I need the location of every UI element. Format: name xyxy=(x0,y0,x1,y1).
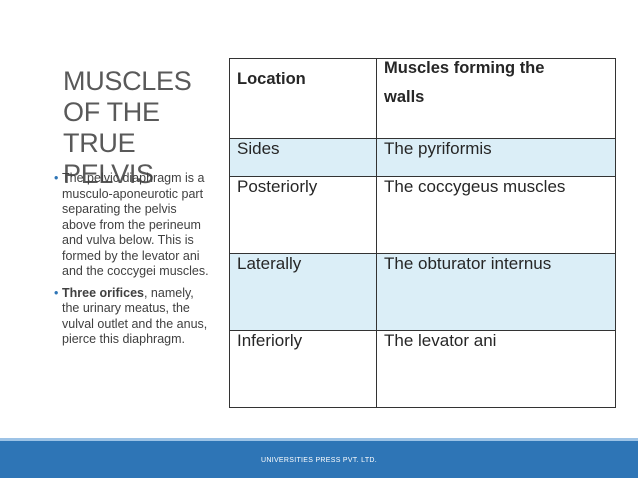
footer-text: UNIVERSITIES PRESS PVT. LTD. xyxy=(260,457,378,464)
table-row: Inferiorly The levator ani xyxy=(229,330,616,408)
footer-bar: UNIVERSITIES PRESS PVT. LTD. xyxy=(0,438,638,478)
title-line: TRUE PELVIS xyxy=(63,128,154,189)
table-header-row: Location Muscles forming the walls xyxy=(229,58,616,139)
bullet-text: The pelvic diaphragm is a musculo-aponeu… xyxy=(62,171,209,278)
header-muscles-line1: Muscles forming the xyxy=(384,59,545,77)
table-row: Posteriorly The coccygeus muscles xyxy=(229,176,616,254)
cell-muscle: The levator ani xyxy=(376,330,616,408)
title-line: OF THE xyxy=(63,97,160,127)
title-line: MUSCLES xyxy=(63,66,192,96)
muscles-table: Location Muscles forming the walls Sides… xyxy=(229,58,616,408)
header-location: Location xyxy=(229,58,377,139)
cell-location: Laterally xyxy=(229,253,377,331)
bullet-item: • Three orifices, namely, the urinary me… xyxy=(54,286,214,348)
slide-title: MUSCLES OF THE TRUE PELVIS xyxy=(63,66,223,190)
bullet-text: , namely, the urinary meatus, the vulval… xyxy=(62,285,208,347)
cell-muscle: The pyriformis xyxy=(376,138,616,177)
cell-muscle: The obturator internus xyxy=(376,253,616,331)
cell-location: Inferiorly xyxy=(229,330,377,408)
table-row: Sides The pyriformis xyxy=(229,138,616,177)
table-row: Laterally The obturator internus xyxy=(229,253,616,331)
cell-muscle: The coccygeus muscles xyxy=(376,176,616,254)
bullet-icon: • xyxy=(54,285,59,300)
bullet-item: • The pelvic diaphragm is a musculo-apon… xyxy=(54,171,214,280)
bullet-icon: • xyxy=(54,171,59,185)
header-muscles-line2: walls xyxy=(384,88,425,106)
cell-location: Sides xyxy=(229,138,377,177)
bullet-list: • The pelvic diaphragm is a musculo-apon… xyxy=(54,171,214,354)
header-muscles: Muscles forming the walls xyxy=(376,58,616,139)
bullet-bold-text: Three orifices xyxy=(62,285,144,300)
cell-location: Posteriorly xyxy=(229,176,377,254)
